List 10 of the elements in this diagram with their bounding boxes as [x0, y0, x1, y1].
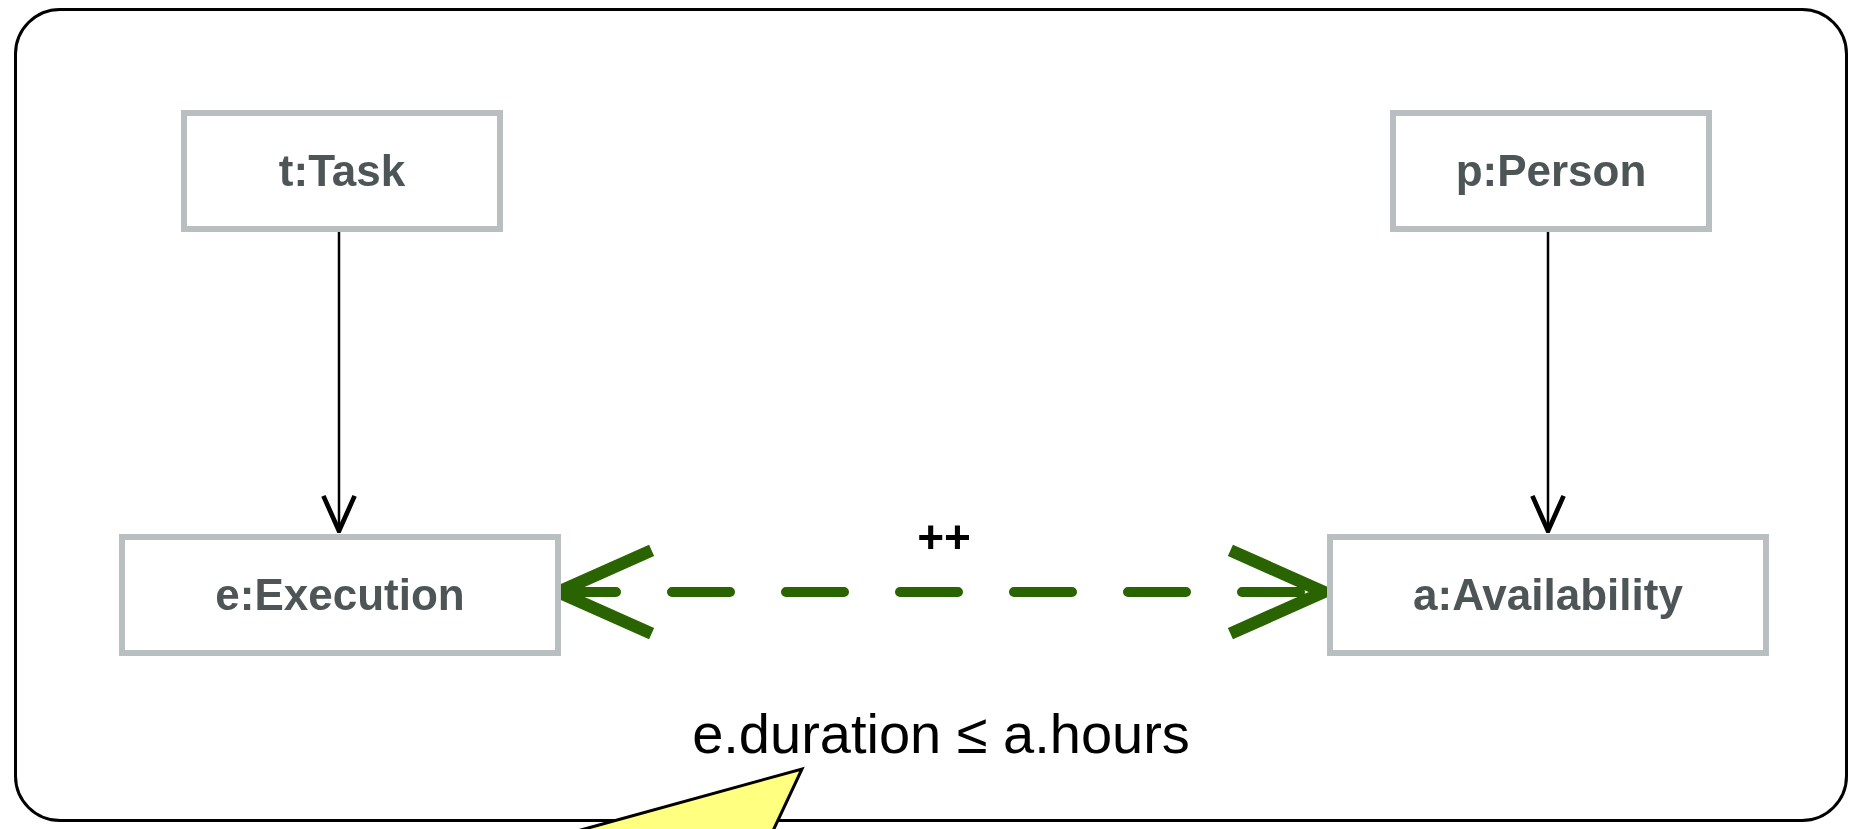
object-box — [119, 534, 561, 656]
object-label: p:Person — [1455, 146, 1647, 196]
constraint-text: e.duration ≤ a.hours — [692, 703, 1190, 765]
object-box — [1327, 534, 1769, 656]
object-label: a:Availability — [1413, 570, 1683, 620]
object-label: e:Execution — [215, 570, 465, 620]
object-box — [1390, 110, 1712, 232]
frame — [14, 8, 1848, 822]
object-box — [181, 110, 503, 232]
object-label: t:Task — [278, 146, 406, 196]
